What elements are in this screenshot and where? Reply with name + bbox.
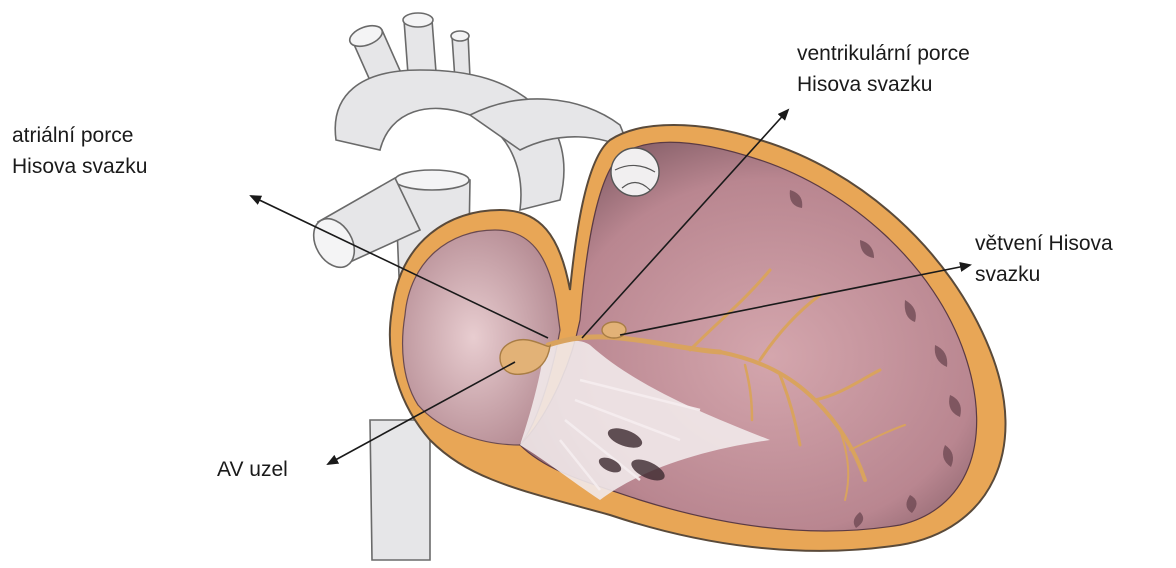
aortic-branch-3-opening [451, 31, 469, 41]
inferior-vena-cava [370, 420, 430, 560]
label-ventricular-portion-line1: ventrikulární porce [797, 38, 970, 69]
label-bundle-branching: větvení Hisova svazku [975, 228, 1113, 290]
his-bundle-node [602, 322, 626, 338]
aortic-branch-2-opening [403, 13, 433, 27]
label-bundle-branching-line1: větvení Hisova [975, 228, 1113, 259]
aortic-branch-2 [404, 20, 436, 74]
superior-vena-cava-opening [395, 170, 469, 190]
pulmonary-valve [611, 148, 659, 196]
label-atrial-portion-line2: Hisova svazku [12, 151, 147, 182]
label-av-node-line1: AV uzel [217, 454, 288, 485]
label-bundle-branching-line2: svazku [975, 259, 1113, 290]
label-av-node: AV uzel [217, 454, 288, 485]
label-atrial-portion: atriální porce Hisova svazku [12, 120, 147, 182]
label-ventricular-portion: ventrikulární porce Hisova svazku [797, 38, 970, 100]
label-atrial-portion-line1: atriální porce [12, 120, 147, 151]
label-ventricular-portion-line2: Hisova svazku [797, 69, 970, 100]
